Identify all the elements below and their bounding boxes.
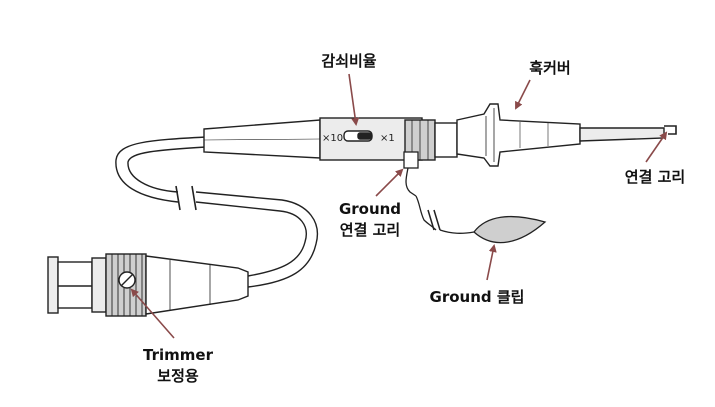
switch-x1-label: ×1 — [380, 133, 395, 144]
label-ground-clip: Ground 클립 — [430, 288, 525, 306]
ground-clip — [473, 215, 547, 244]
hook-cover — [456, 103, 581, 167]
ground-lead — [403, 151, 547, 244]
switch-x10-label: ×10 — [322, 133, 343, 144]
label-ground-hook-line2: 연결 고리 — [340, 221, 400, 239]
label-trimmer-line1: Trimmer — [143, 346, 214, 364]
label-trimmer-line2: 보정용 — [157, 367, 199, 385]
probe-body — [203, 103, 677, 167]
arrow-ground-hook — [375, 168, 404, 197]
bnc-connector — [47, 253, 249, 317]
arrow-trimmer — [130, 288, 175, 339]
probe-cable — [115, 136, 318, 288]
label-hook-cover: 훅커버 — [529, 59, 570, 77]
arrow-ground-clip — [486, 244, 497, 281]
arrow-hook-cover — [515, 79, 531, 110]
label-connect-hook: 연결 고리 — [625, 168, 685, 186]
label-attenuation: 감쇠비율 — [321, 52, 376, 70]
arrow-connect-hook — [645, 131, 668, 163]
label-ground-hook-line1: Ground — [339, 200, 401, 218]
arrow-attenuation — [348, 73, 360, 126]
callout-arrows — [130, 73, 668, 339]
connect-hook — [664, 125, 677, 135]
probe-tip — [579, 127, 665, 142]
